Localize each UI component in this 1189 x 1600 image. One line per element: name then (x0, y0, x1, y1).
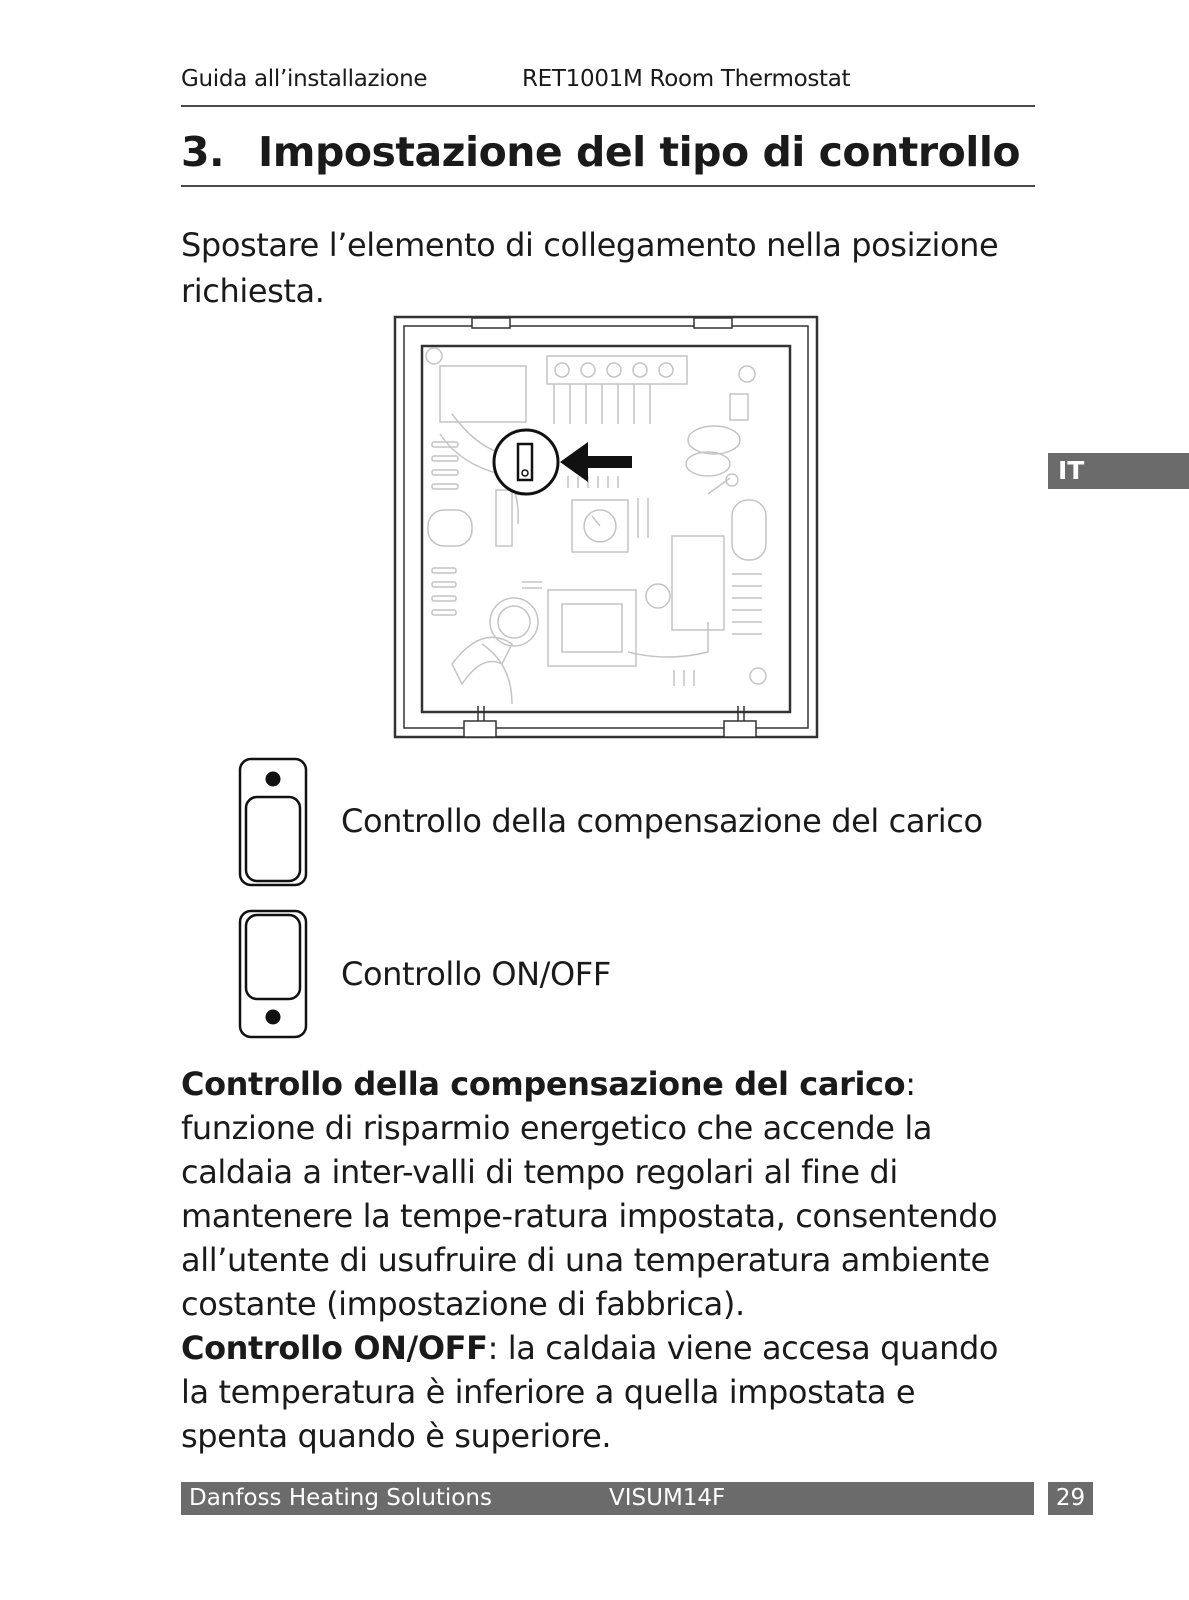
header-document-title: Guida all’installazione (181, 66, 428, 92)
header-product-name: RET1001M Room Thermostat (522, 66, 851, 92)
section-title: Impostazione del tipo di controllo (258, 128, 1021, 176)
description-text: Controllo della compensazione del carico… (181, 1062, 1021, 1458)
option-label-load-compensation: Controllo della compensazione del carico (341, 802, 983, 840)
definition-on-off: : la caldaia viene accesa quando la temp… (181, 1329, 999, 1455)
language-tab: IT (1048, 453, 1189, 489)
definition-load-compensation: : funzione di risparmio energetico che a… (181, 1065, 998, 1323)
footer-bar: Danfoss Heating Solutions VISUM14F (181, 1482, 1034, 1515)
thermostat-board-diagram (393, 315, 819, 739)
section-heading: 3. Impostazione del tipo di controllo (181, 128, 1021, 176)
description-on-off: Controllo ON/OFF: la caldaia viene acces… (181, 1326, 1021, 1458)
term-load-compensation: Controllo della compensazione del carico (181, 1065, 906, 1103)
section-divider (181, 185, 1035, 187)
footer-doc-code: VISUM14F (609, 1485, 726, 1511)
option-label-on-off: Controllo ON/OFF (341, 955, 611, 993)
arrow-icon (560, 442, 632, 482)
jumper-highlight-circle (492, 428, 560, 496)
jumper-bottom-position-icon (238, 909, 308, 1039)
header-divider (181, 105, 1035, 107)
description-load-compensation: Controllo della compensazione del carico… (181, 1062, 1021, 1326)
term-on-off: Controllo ON/OFF (181, 1329, 488, 1367)
section-number: 3. (181, 128, 225, 176)
intro-text: Spostare l’elemento di collegamento nell… (181, 226, 999, 310)
footer-company: Danfoss Heating Solutions (189, 1485, 492, 1511)
jumper-top-position-icon (238, 757, 308, 887)
page-number: 29 (1048, 1482, 1093, 1515)
